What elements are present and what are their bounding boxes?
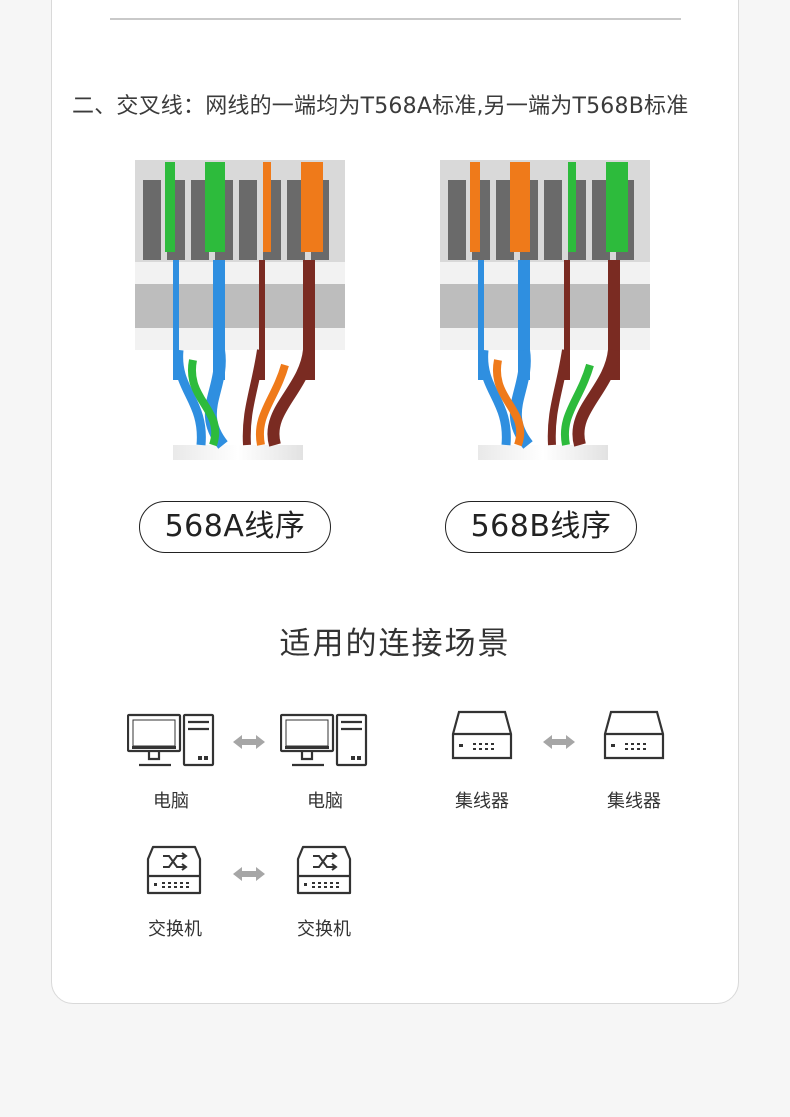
device-label: 交换机	[297, 919, 351, 940]
switch-icon	[296, 845, 352, 901]
rj45-connector-568a-image	[135, 160, 345, 460]
device-label: 交换机	[148, 919, 202, 940]
device-label: 电脑	[153, 791, 189, 812]
scenes-title: 适用的连接场景	[279, 626, 511, 662]
computer-icon	[126, 713, 215, 773]
label-568b: 568B线序	[445, 501, 637, 553]
double-arrow-icon	[233, 734, 265, 754]
device-label: 集线器	[607, 791, 661, 812]
divider	[110, 18, 681, 20]
hub-icon	[451, 710, 513, 766]
switch-icon	[146, 845, 202, 901]
computer-icon	[279, 713, 368, 773]
hub-icon	[603, 710, 665, 766]
double-arrow-icon	[233, 866, 265, 886]
rj45-connector-568b-image	[440, 160, 650, 460]
device-label: 集线器	[455, 791, 509, 812]
device-label: 电脑	[307, 791, 343, 812]
section-heading: 二、交叉线：网线的一端均为T568A标准,另一端为T568B标准	[72, 94, 689, 119]
double-arrow-icon	[543, 734, 575, 754]
label-568a: 568A线序	[139, 501, 331, 553]
